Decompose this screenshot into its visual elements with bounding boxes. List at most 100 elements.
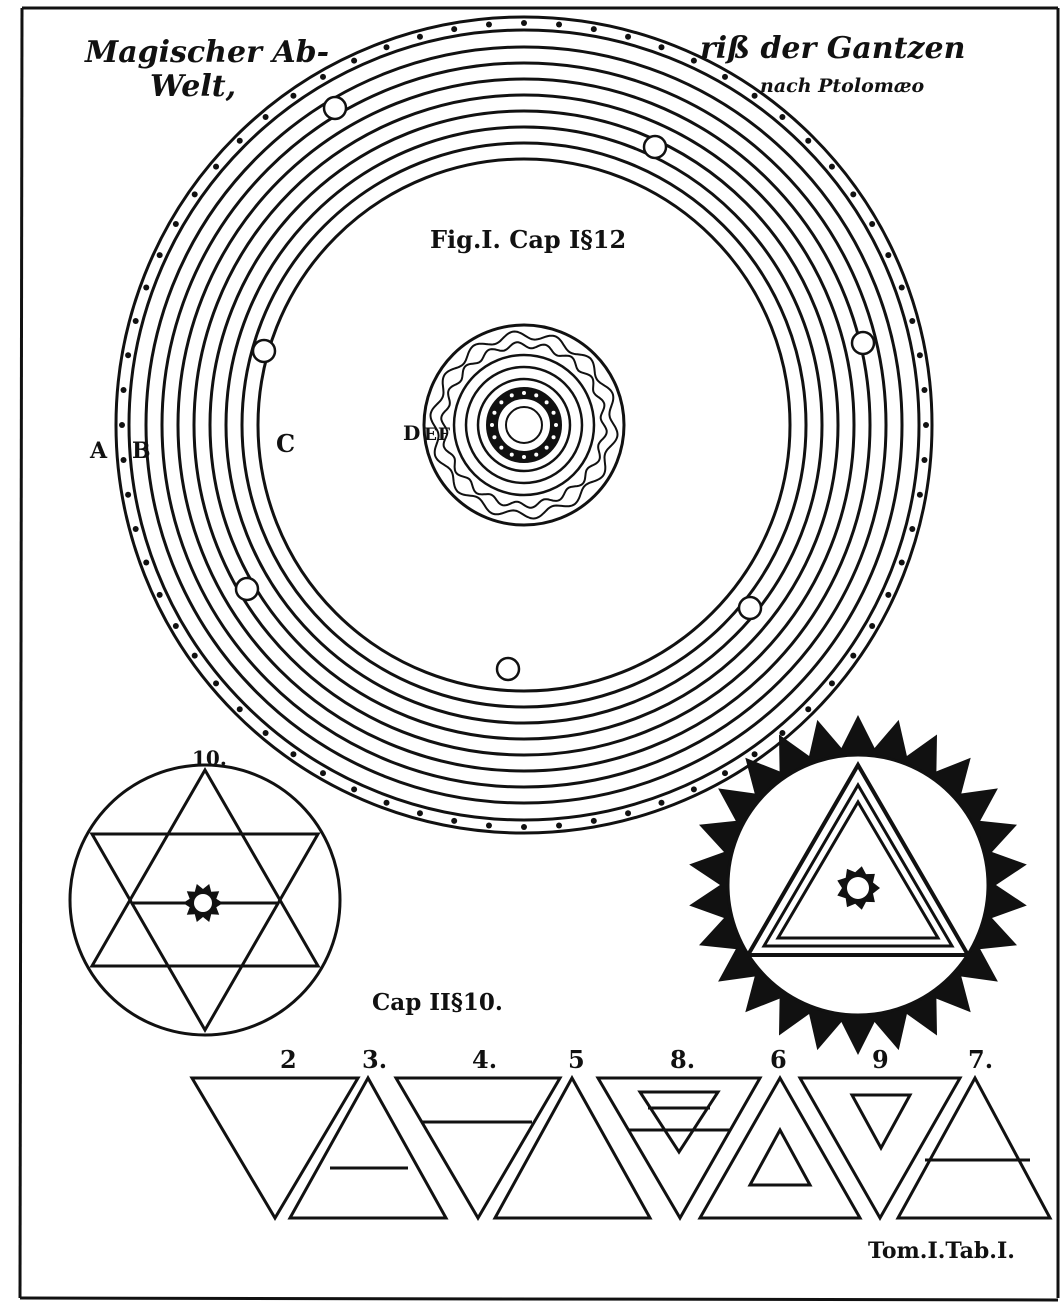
- star-dot: [591, 26, 597, 32]
- star-dot: [850, 191, 856, 197]
- star-dot: [351, 58, 357, 64]
- star-dot: [722, 770, 728, 776]
- star-dot: [909, 318, 915, 324]
- star-dot: [805, 706, 811, 712]
- star-dot: [320, 770, 326, 776]
- star-dot: [263, 730, 269, 736]
- earth-dot: [510, 453, 514, 457]
- star-dot: [384, 800, 390, 806]
- triangle-label-4: 5: [568, 1045, 585, 1074]
- triangle-label-5: 8.: [670, 1045, 695, 1074]
- star-dot: [213, 164, 219, 170]
- star-dot: [451, 26, 457, 32]
- star-dot: [237, 138, 243, 144]
- star-dot: [451, 818, 457, 824]
- star-dot: [213, 680, 219, 686]
- title-right-line2: nach Ptolomæo: [760, 75, 925, 97]
- star-dot: [779, 730, 785, 736]
- triangle-label-3: 4.: [472, 1045, 497, 1074]
- letter-a: A: [89, 438, 108, 464]
- star-dot: [625, 34, 631, 40]
- star-dot: [290, 93, 296, 99]
- planet-marker: [497, 658, 519, 680]
- star-dot: [591, 818, 597, 824]
- star-dot: [899, 559, 905, 565]
- star-dot: [899, 285, 905, 291]
- star-dot: [917, 352, 923, 358]
- star-dot: [829, 680, 835, 686]
- triangle-labels: 23.4.58.697.: [280, 1045, 993, 1074]
- planet-markers: [236, 97, 874, 680]
- star-dot: [351, 786, 357, 792]
- star-dot: [173, 623, 179, 629]
- star-dot: [658, 800, 664, 806]
- star-dot: [921, 457, 927, 463]
- plate-reference: Tom.I.Tab.I.: [868, 1238, 1015, 1264]
- star-dot: [850, 653, 856, 659]
- star-dot: [829, 164, 835, 170]
- star-dot: [625, 810, 631, 816]
- star-dot: [133, 318, 139, 324]
- star-dot: [417, 34, 423, 40]
- star-dot: [752, 93, 758, 99]
- star-dot: [722, 74, 728, 80]
- star-dot: [192, 191, 198, 197]
- air-triangle: [290, 1078, 446, 1218]
- planet-marker: [644, 136, 666, 158]
- star-dot: [486, 22, 492, 28]
- star-dot: [320, 74, 326, 80]
- earth-dot: [534, 453, 538, 457]
- star-dot: [157, 592, 163, 598]
- earth-dot: [554, 423, 558, 427]
- star-figure-label: 10.: [192, 746, 227, 770]
- earth-dot: [552, 435, 556, 439]
- star-dot: [192, 653, 198, 659]
- earth-dot: [522, 455, 526, 459]
- star-dot: [125, 352, 131, 358]
- earth-dot: [534, 393, 538, 397]
- star-dot: [173, 221, 179, 227]
- sun-disc: [847, 877, 869, 899]
- earth-dot: [510, 393, 514, 397]
- planet-marker: [852, 332, 874, 354]
- star-dot: [658, 44, 664, 50]
- triangle-label-2: 3.: [362, 1045, 387, 1074]
- star-dot: [157, 252, 163, 258]
- triangle-label-8: 7.: [968, 1045, 993, 1074]
- star-dot: [556, 22, 562, 28]
- star-dot: [691, 58, 697, 64]
- star-dot: [121, 457, 127, 463]
- cap-label: Cap II§10.: [372, 989, 503, 1016]
- earth-dot: [492, 435, 496, 439]
- letter-c: C: [276, 429, 295, 458]
- star-dot: [556, 822, 562, 828]
- earth-triangle: [396, 1078, 560, 1218]
- star-dot: [521, 824, 527, 830]
- star-dot: [237, 706, 243, 712]
- star-dot: [752, 751, 758, 757]
- hexagram-sun-icon: [183, 884, 223, 922]
- planet-marker: [236, 578, 258, 600]
- inner-inverted-triangle-8: [640, 1092, 718, 1152]
- sun-disc: [194, 894, 212, 912]
- earth-dot: [545, 400, 549, 404]
- star-dot: [486, 822, 492, 828]
- triangle-label-7: 9: [872, 1045, 889, 1074]
- title-left-line2: Welt,: [150, 69, 236, 104]
- star-dot: [143, 559, 149, 565]
- earth-dot: [522, 391, 526, 395]
- sublunary-elements: [424, 325, 624, 525]
- star-dot: [417, 810, 423, 816]
- star-dot: [869, 221, 875, 227]
- earth-dot: [499, 400, 503, 404]
- star-dot: [125, 492, 131, 498]
- inner-triangle-6: [750, 1130, 810, 1185]
- star-dot: [143, 285, 149, 291]
- star-dot: [869, 623, 875, 629]
- star-dot: [691, 786, 697, 792]
- title-left-line1: Magischer Ab-: [84, 35, 329, 70]
- star-dot: [909, 526, 915, 532]
- figure-label: Fig.I. Cap I§12: [430, 225, 626, 254]
- star-dot: [521, 20, 527, 26]
